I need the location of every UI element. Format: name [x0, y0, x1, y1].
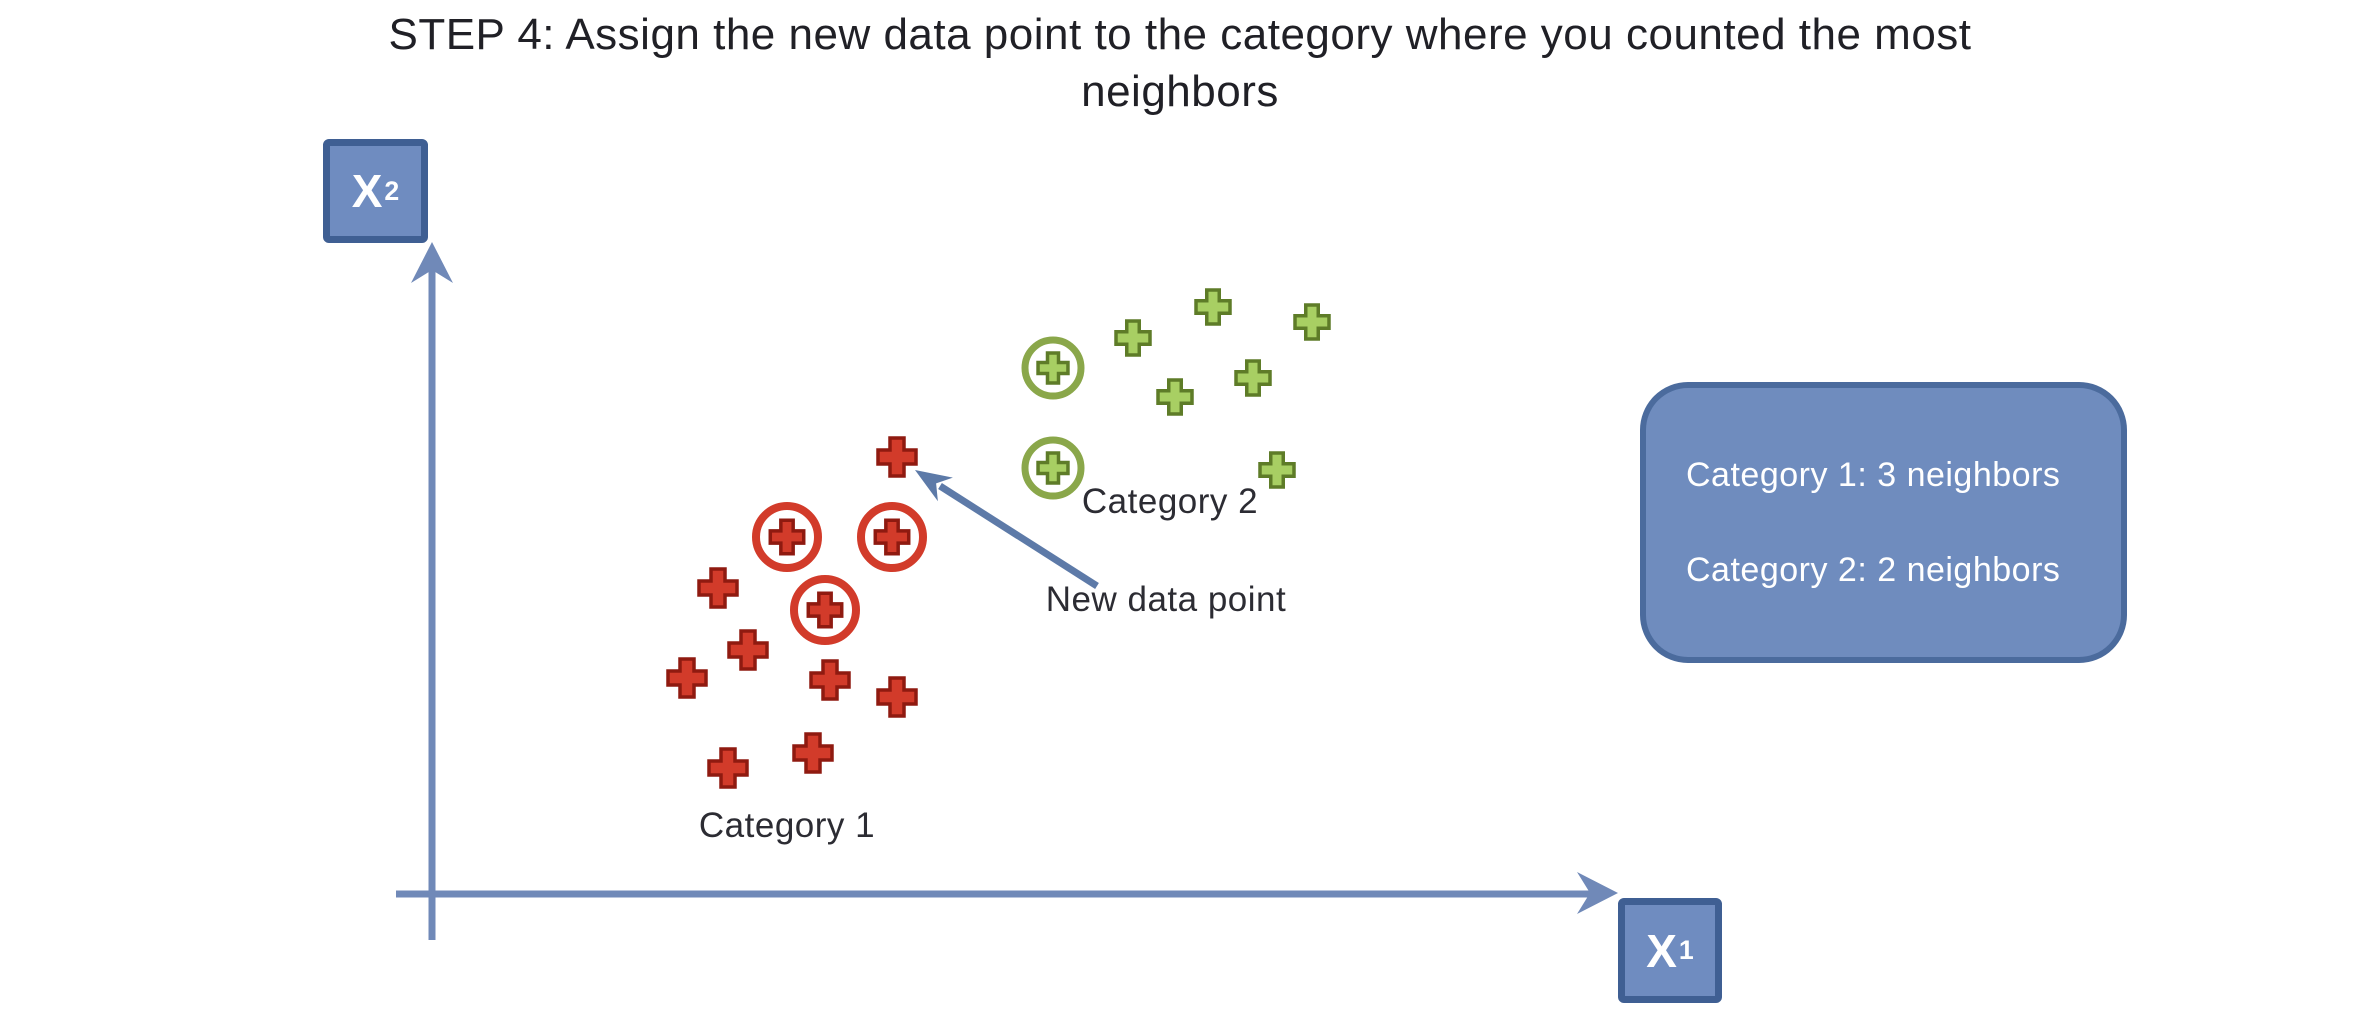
category1-count: Category 1: 3 neighbors: [1686, 455, 2061, 494]
category1-point-marker: [727, 629, 769, 671]
category2-label: Category 2: [1081, 482, 1259, 521]
category1-point-marker: [876, 676, 918, 718]
category1-neighbor-circle: [857, 502, 927, 572]
y-axis-label-subscript: 2: [384, 175, 400, 206]
category1-point-marker: [809, 659, 851, 701]
category2-count: Category 2: 2 neighbors: [1686, 550, 2061, 589]
category2-points: [1021, 288, 1331, 500]
neighbor-count-box: Category 1: 3 neighbors Category 2: 2 ne…: [1640, 382, 2127, 663]
category2-point-marker: [1036, 451, 1070, 485]
category1-points: [666, 436, 927, 789]
category2-point-marker: [1258, 451, 1296, 489]
category1-point-marker: [666, 657, 708, 699]
category1-neighbor-circle: [752, 502, 822, 572]
title-line-2: neighbors: [1081, 67, 1279, 116]
category1-label: Category 1: [698, 806, 876, 845]
new-data-point-marker: [876, 436, 918, 478]
new-data-point-label: New data point: [1045, 580, 1287, 619]
annotation-arrowhead-icon: [915, 470, 953, 502]
category2-neighbor-circle: [1021, 336, 1085, 400]
y-axis-label: X: [351, 165, 383, 217]
category1-point-marker: [707, 747, 749, 789]
category1-neighbor-circle: [790, 575, 860, 645]
category2-point-marker: [1036, 351, 1070, 385]
category2-point-marker: [1114, 319, 1152, 357]
x-axis-label: X: [1646, 924, 1677, 977]
category2-point-marker: [1194, 288, 1232, 326]
slide-title: STEP 4: Assign the new data point to the…: [0, 6, 2360, 120]
title-line-1: STEP 4: Assign the new data point to the…: [388, 10, 1972, 59]
category2-neighbor-circle: [1021, 436, 1085, 500]
scatter-points: [666, 288, 1331, 789]
category2-point-marker: [1156, 378, 1194, 416]
category1-point-marker: [873, 518, 911, 556]
category1-point-marker: [806, 591, 844, 629]
category1-point-marker: [697, 567, 739, 609]
annotation-arrow-line: [938, 483, 1099, 589]
category2-point-marker: [1293, 303, 1331, 341]
x-axis-arrowhead-icon: [1577, 872, 1618, 914]
category2-point-marker: [1234, 359, 1272, 397]
y-axis-arrowhead-icon: [411, 242, 453, 283]
category1-point-marker: [768, 518, 806, 556]
category1-point-marker: [792, 732, 834, 774]
x-axis-label-subscript: 1: [1678, 935, 1694, 965]
